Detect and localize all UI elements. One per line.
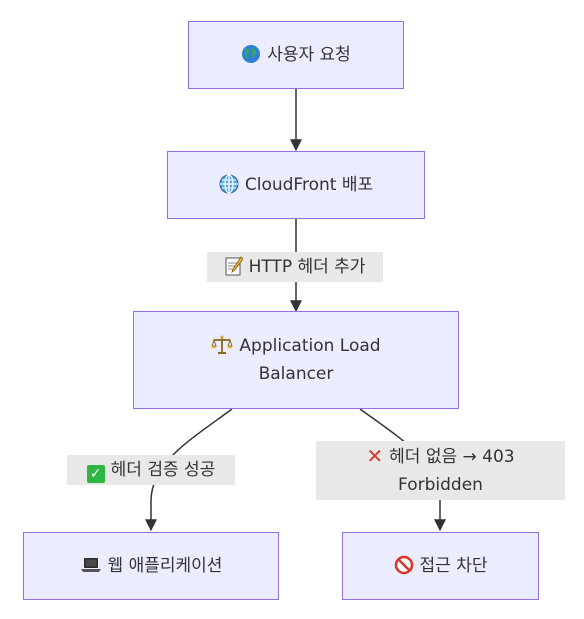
globe-grid-icon [219,174,239,194]
node-alb-label-line1: Application Load [239,336,381,356]
edge-label-header-missing-line1: 헤더 없음 → 403 [389,447,515,467]
edge-label-header-missing: ✕헤더 없음 → 403 Forbidden [316,441,565,500]
prohibited-icon [394,555,413,575]
node-alb: Application Load Balancer [133,311,459,409]
node-web-app: 웹 애플리케이션 [23,532,279,600]
node-cloudfront-label: CloudFront 배포 [244,175,374,195]
globe-icon [242,45,261,63]
laptop-icon [80,558,101,572]
node-user-request: 사용자 요청 [188,21,404,89]
edge-label-header-missing-line2: Forbidden [398,475,483,495]
node-user-request-label: 사용자 요청 [267,45,351,65]
memo-icon [225,256,243,276]
edge-label-add-header: HTTP 헤더 추가 [207,252,383,282]
cross-mark-icon: ✕ [366,444,384,468]
node-cloudfront: CloudFront 배포 [167,151,425,219]
check-mark-icon: ✓ [86,465,105,483]
scales-icon [211,335,234,354]
node-web-app-label: 웹 애플리케이션 [107,556,223,576]
edge-label-add-header-text: HTTP 헤더 추가 [248,257,366,277]
edge-label-header-ok-text: 헤더 검증 성공 [110,460,216,480]
node-access-denied: 접근 차단 [342,532,539,600]
edge-label-header-ok: ✓ 헤더 검증 성공 [67,455,235,485]
node-alb-label-line2: Balancer [258,364,334,384]
node-access-denied-label: 접근 차단 [419,556,488,576]
